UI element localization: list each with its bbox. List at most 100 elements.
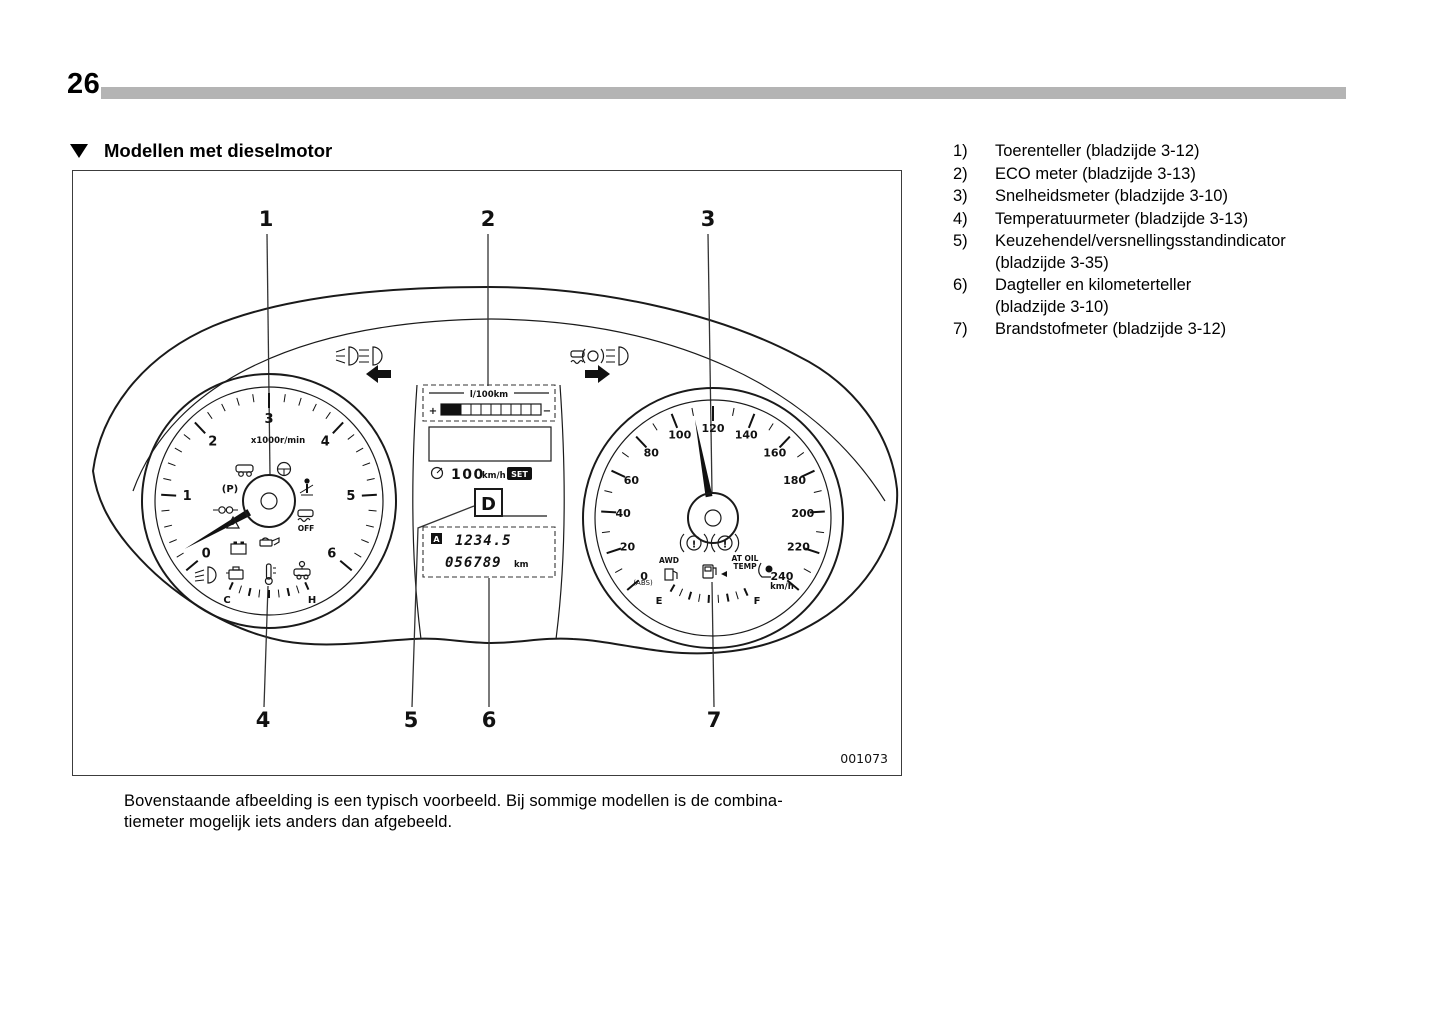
legend-item: 6) Dagteller en kilometerteller (bladzij… [953, 275, 1286, 318]
odometer-value: 056789 [445, 555, 502, 571]
dial-number: 0 [202, 547, 211, 562]
dial-tick [325, 411, 331, 420]
page-number: 26 [67, 68, 101, 100]
dial-tick [778, 435, 791, 449]
scale-tick [678, 588, 684, 597]
legend-item-label: Brandstofmeter (bladzijde 3-12) [995, 320, 1227, 338]
speedo-indicator-icons: ! ! AWD (ABS) AT OIL TEMP [633, 533, 773, 587]
callout-4: 4 [256, 708, 271, 732]
vdc-off-icon: OFF [297, 509, 314, 533]
dial-number: 80 [644, 447, 660, 460]
svg-text:!: ! [692, 540, 697, 551]
rear-fog-light-icon [606, 346, 629, 366]
dial-tick [803, 568, 812, 574]
fuel-empty-label: E [656, 596, 663, 607]
legend-item-label: Keuzehendel/versnellingsstandindicator [995, 232, 1286, 250]
dial-number: 220 [787, 540, 810, 553]
scale-tick [228, 581, 234, 591]
legend-item-label: Dagteller en kilometerteller [995, 276, 1192, 294]
figure-caption: Bovenstaande afbeelding is een typisch v… [124, 791, 783, 833]
speedo-unit-label: km/h [770, 582, 794, 592]
dial-tick [361, 539, 369, 544]
dial-tick [332, 421, 344, 435]
callout-5: 5 [404, 708, 419, 732]
dial-tick [164, 524, 173, 528]
scale-tick [296, 585, 300, 594]
svg-text:!: ! [723, 540, 728, 551]
legend-item-label: Temperatuurmeter (bladzijde 3-13) [995, 209, 1249, 228]
trip-badge [431, 533, 442, 544]
scale-tick [304, 581, 310, 591]
legend-item-label: Snelheidsmeter (bladzijde 3-10) [995, 187, 1228, 205]
dial-tick [169, 539, 177, 544]
dial-tick [339, 560, 353, 572]
legend-item: 4) Temperatuurmeter (bladzijde 3-13) [953, 209, 1286, 231]
dial-tick [621, 452, 629, 458]
dial-tick [611, 469, 626, 478]
caption-line: tiemeter mogelijk iets anders dan afgebe… [124, 813, 453, 831]
left-turn-signal-icon [366, 365, 391, 383]
info-display [428, 426, 552, 462]
brake-warning-icon-2: ! [710, 533, 740, 553]
scale-tick [258, 589, 261, 598]
cruise-indicator: 100 km/h SET [430, 466, 532, 483]
dial-tick [207, 411, 213, 420]
dial-tick [361, 493, 377, 497]
at-oil-temp-label-1: AT OIL [732, 554, 759, 563]
dial-tick [691, 407, 694, 416]
dial-tick [652, 423, 658, 431]
dial-bezel [582, 387, 844, 649]
callout-numbers: 1 2 3 4 5 6 7 [256, 207, 722, 732]
scale-tick [669, 584, 676, 593]
dial-number: 200 [791, 507, 814, 520]
dial-hub [242, 474, 296, 528]
dial-tick [732, 407, 735, 416]
car-service-icon [235, 464, 254, 477]
gear-indicator: D [474, 488, 547, 517]
callout-3: 3 [701, 207, 716, 231]
dial-tick [194, 421, 206, 435]
section-heading: Modellen met dieselmotor [70, 140, 332, 162]
legend-item-number: 7) [953, 320, 968, 338]
dial-tick [606, 547, 622, 555]
odometer-display: A 1234.5 056789 km [422, 526, 556, 578]
dial-face [154, 386, 384, 616]
seatbelt-warning-icon [299, 478, 314, 496]
dial-tick [635, 435, 648, 449]
legend-item-number: 3) [953, 187, 968, 205]
dial-tick [174, 447, 183, 453]
dial-tick [804, 547, 820, 555]
abs-icon: (ABS) [633, 579, 653, 587]
dial-tick [601, 510, 617, 514]
dial-number: 6 [327, 547, 336, 562]
dial-tick [366, 478, 375, 481]
dial-tick [601, 531, 610, 534]
dial-number: 120 [702, 422, 725, 435]
dial-hub-center [260, 492, 278, 510]
dial-tick [347, 434, 355, 440]
oil-pressure-icon [259, 537, 280, 547]
legend-item-number: 5) [953, 232, 968, 250]
dial-tick [161, 509, 170, 512]
odometer-unit: km [514, 560, 529, 570]
headlight-leveling-icon [194, 566, 217, 584]
header-rule [101, 87, 1346, 99]
dial-tick [809, 510, 825, 514]
dial-tick [355, 447, 364, 453]
brake-wear-warning-icon [225, 515, 241, 529]
scale-tick [247, 587, 252, 597]
legend-item-number: 6) [953, 276, 968, 294]
dial-tick [163, 478, 172, 481]
gear-value: D [481, 494, 496, 515]
dial-tick [283, 394, 286, 403]
gear-box [474, 488, 503, 517]
scale-tick [286, 587, 291, 597]
dial-bezel [141, 373, 397, 629]
callout-line-3 [707, 233, 713, 494]
high-beam-icon [359, 346, 383, 366]
battery-warning-icon [230, 541, 247, 555]
legend-item-label: (bladzijde 3-10) [995, 297, 1109, 316]
scale-tick [687, 591, 693, 600]
